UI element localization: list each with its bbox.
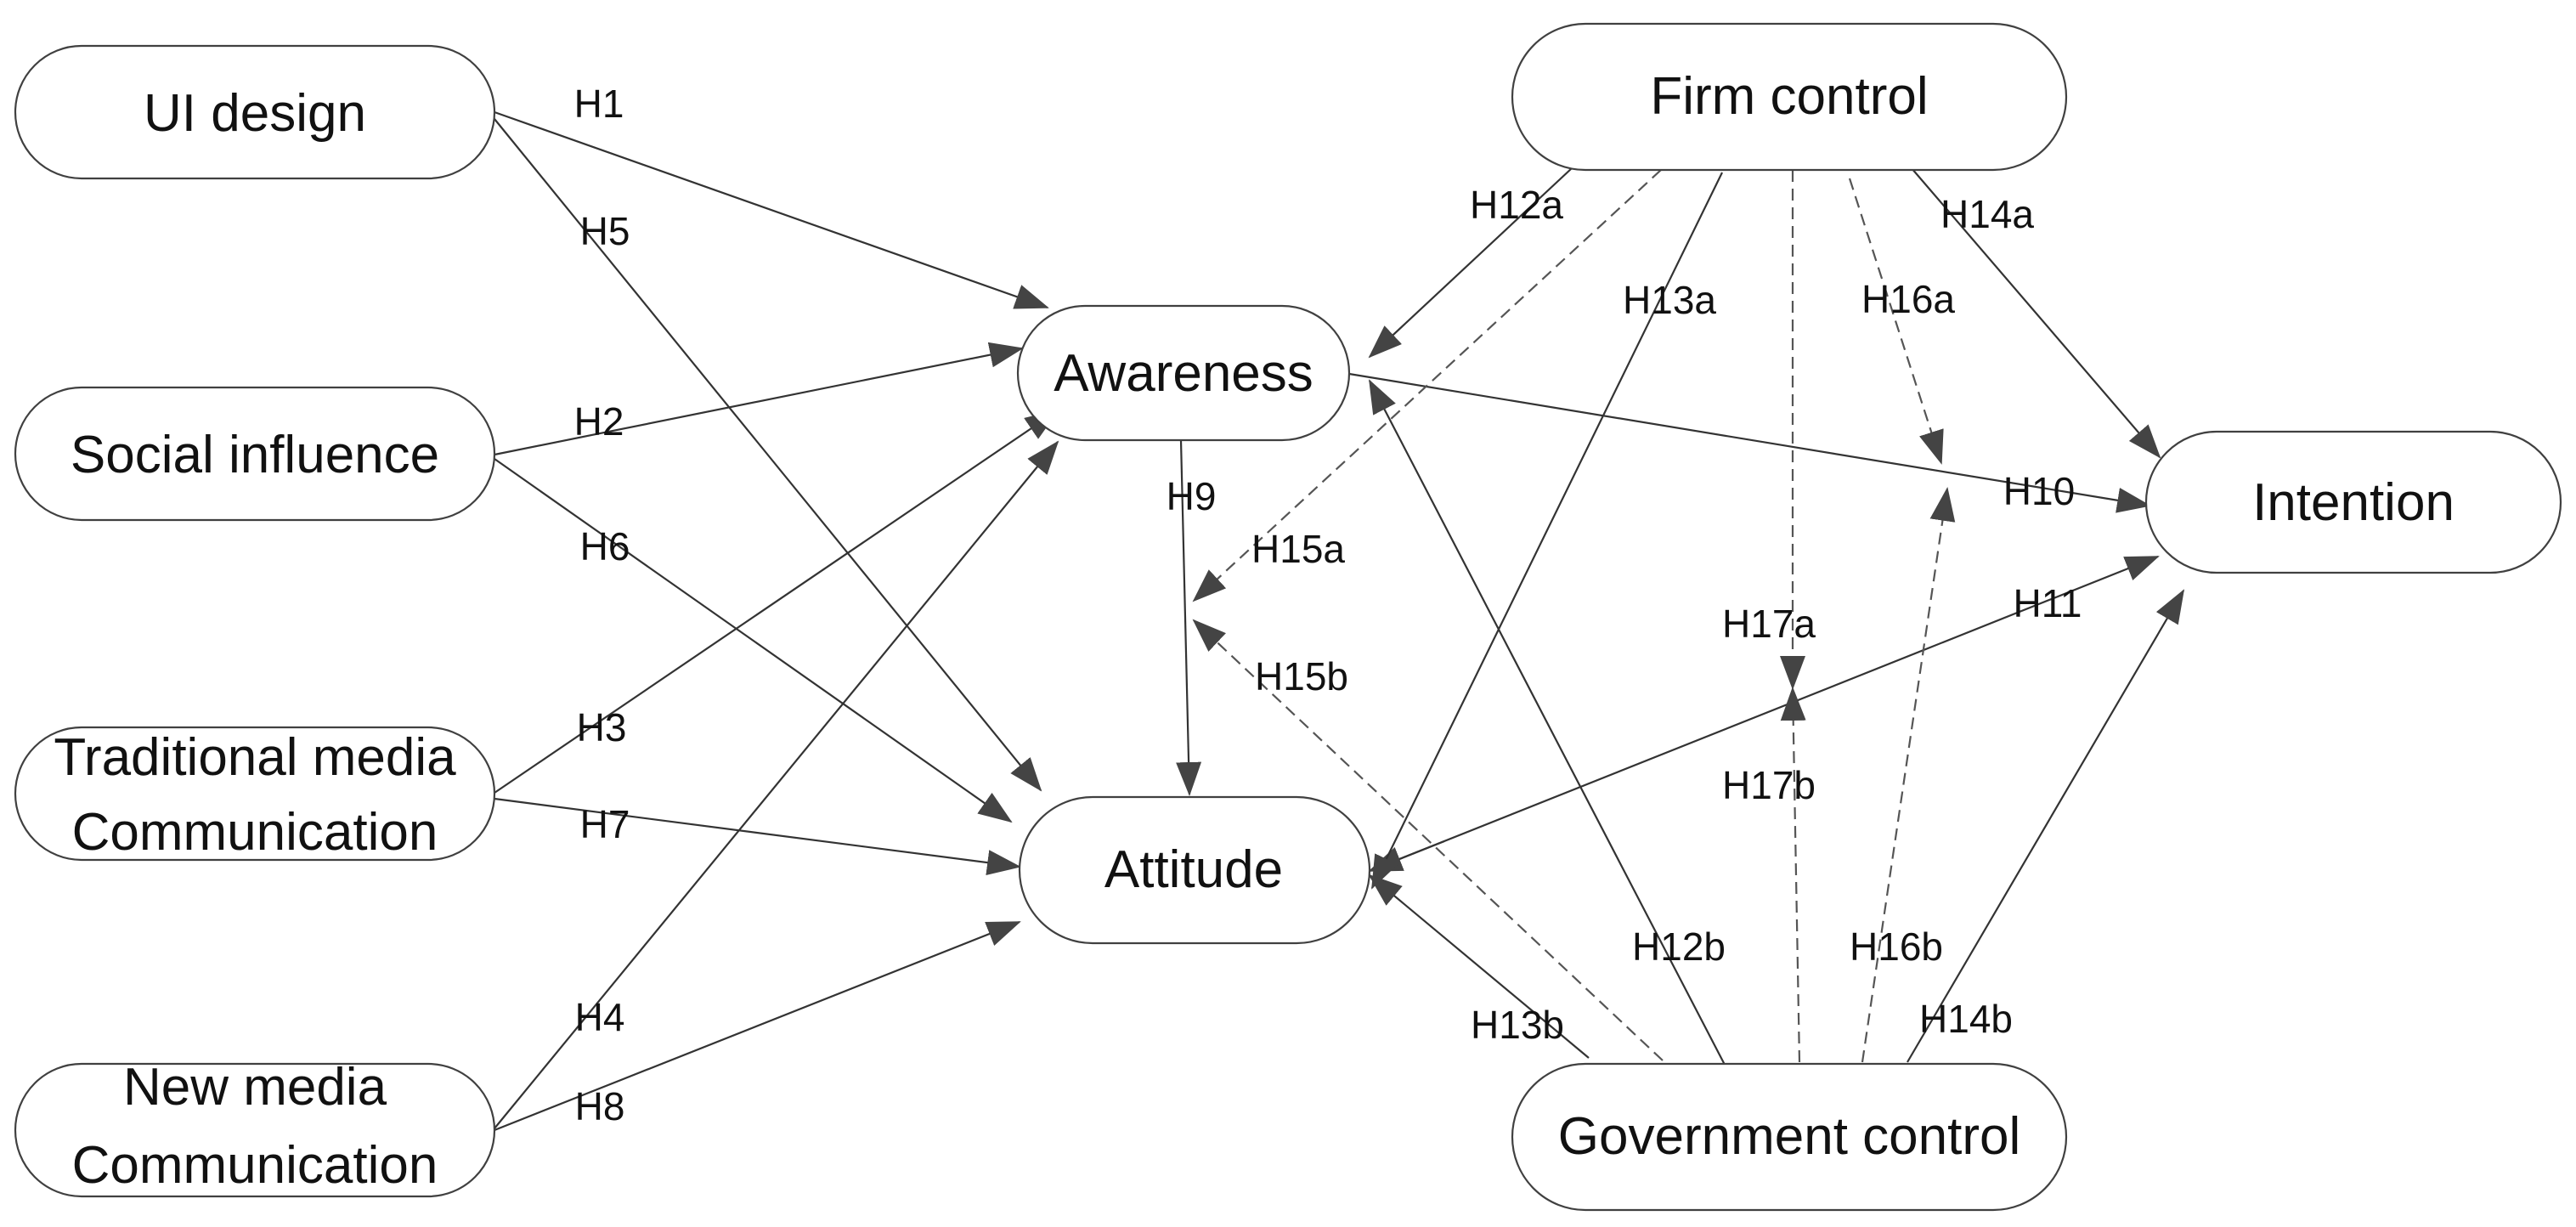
edge-h2 (494, 342, 1024, 456)
node-intention-label: Intention (2252, 473, 2455, 532)
edge-label-h4: H4 (575, 995, 625, 1039)
edge-label-h7: H7 (580, 802, 630, 846)
edge-h5 (494, 118, 1042, 792)
node-social-influence-label: Social influence (71, 426, 439, 484)
edge-h11 (1369, 555, 2160, 873)
edge-h1 (494, 110, 1049, 309)
edge-h9 (1176, 439, 1202, 796)
edge-label-h17b: H17b (1722, 763, 1816, 807)
node-attitude-label: Attitude (1104, 840, 1283, 899)
edge-label-h16a: H16a (1861, 277, 1955, 321)
edge-h15a (1192, 169, 1662, 602)
edge-h8 (494, 920, 1021, 1132)
node-firm-control: Firm control (1511, 22, 2068, 172)
node-firm-control-label: Firm control (1650, 67, 1928, 126)
edge-h14b (1907, 589, 2185, 1063)
edge-h12b (1369, 379, 1726, 1066)
edge-labels: H1 H2 H3 H4 H5 H6 H7 H8 H9 H10 H11 H12a … (574, 82, 2082, 1128)
edge-h13b (1368, 874, 1590, 1059)
node-ui-design-label: UI design (144, 84, 366, 143)
edge-label-h8: H8 (575, 1084, 625, 1128)
node-attitude: Attitude (1018, 795, 1371, 945)
edge-h15b (1192, 619, 1664, 1061)
node-ui-design: UI design (14, 44, 496, 180)
edge-h17b (1780, 687, 1806, 1063)
edge-h4 (494, 440, 1059, 1129)
node-new-media-label-line1: New media (123, 1058, 387, 1117)
edge-label-h14b: H14b (1919, 997, 2013, 1041)
nodes: UI design Social influence Traditional m… (14, 22, 2562, 1212)
edge-h16a (1848, 178, 1944, 465)
edge-label-h2: H2 (574, 399, 624, 444)
node-awareness: Awareness (1016, 304, 1351, 442)
node-government-control-label: Government control (1558, 1107, 2020, 1166)
edge-h14a (1911, 167, 2161, 459)
edge-h13a (1371, 172, 1723, 890)
node-social-influence: Social influence (14, 386, 496, 522)
edge-label-h14a: H14a (1940, 192, 2034, 236)
node-new-media: New media Communication (14, 1058, 496, 1198)
edge-label-h12a: H12a (1470, 183, 1563, 227)
node-government-control: Government control (1511, 1062, 2068, 1212)
node-intention: Intention (2144, 430, 2562, 574)
edge-label-h5: H5 (580, 209, 630, 253)
edge-label-h13a: H13a (1623, 278, 1716, 322)
edge-label-h1: H1 (574, 82, 624, 126)
edge-h10 (1348, 372, 2151, 513)
edge-label-h16b: H16b (1850, 924, 1943, 969)
edge-label-h9: H9 (1167, 474, 1217, 518)
edge-label-h15b: H15b (1255, 654, 1348, 698)
node-traditional-media: Traditional media Communication (14, 726, 496, 862)
node-traditional-media-label-line1: Traditional media (54, 728, 456, 787)
edge-label-h13b: H13b (1471, 1003, 1564, 1047)
node-awareness-label: Awareness (1054, 344, 1313, 403)
edge-h12a (1368, 167, 1573, 359)
edge-h7 (494, 797, 1021, 875)
edge-label-h12b: H12b (1632, 924, 1726, 969)
edge-h11-reverse (1368, 840, 1445, 873)
edge-label-h3: H3 (577, 705, 627, 749)
edge-label-h10: H10 (2003, 469, 2075, 513)
edges (494, 110, 2185, 1132)
edge-label-h15a: H15a (1251, 527, 1345, 571)
edge-label-h11: H11 (2014, 581, 2082, 625)
edge-h3 (494, 409, 1059, 794)
edge-label-h6: H6 (580, 524, 630, 568)
edge-label-h17a: H17a (1722, 602, 1816, 646)
node-traditional-media-label-line2: Communication (72, 803, 438, 862)
edge-h16b (1861, 487, 1956, 1063)
node-new-media-label-line2: Communication (72, 1136, 438, 1195)
edge-h6 (494, 458, 1013, 823)
